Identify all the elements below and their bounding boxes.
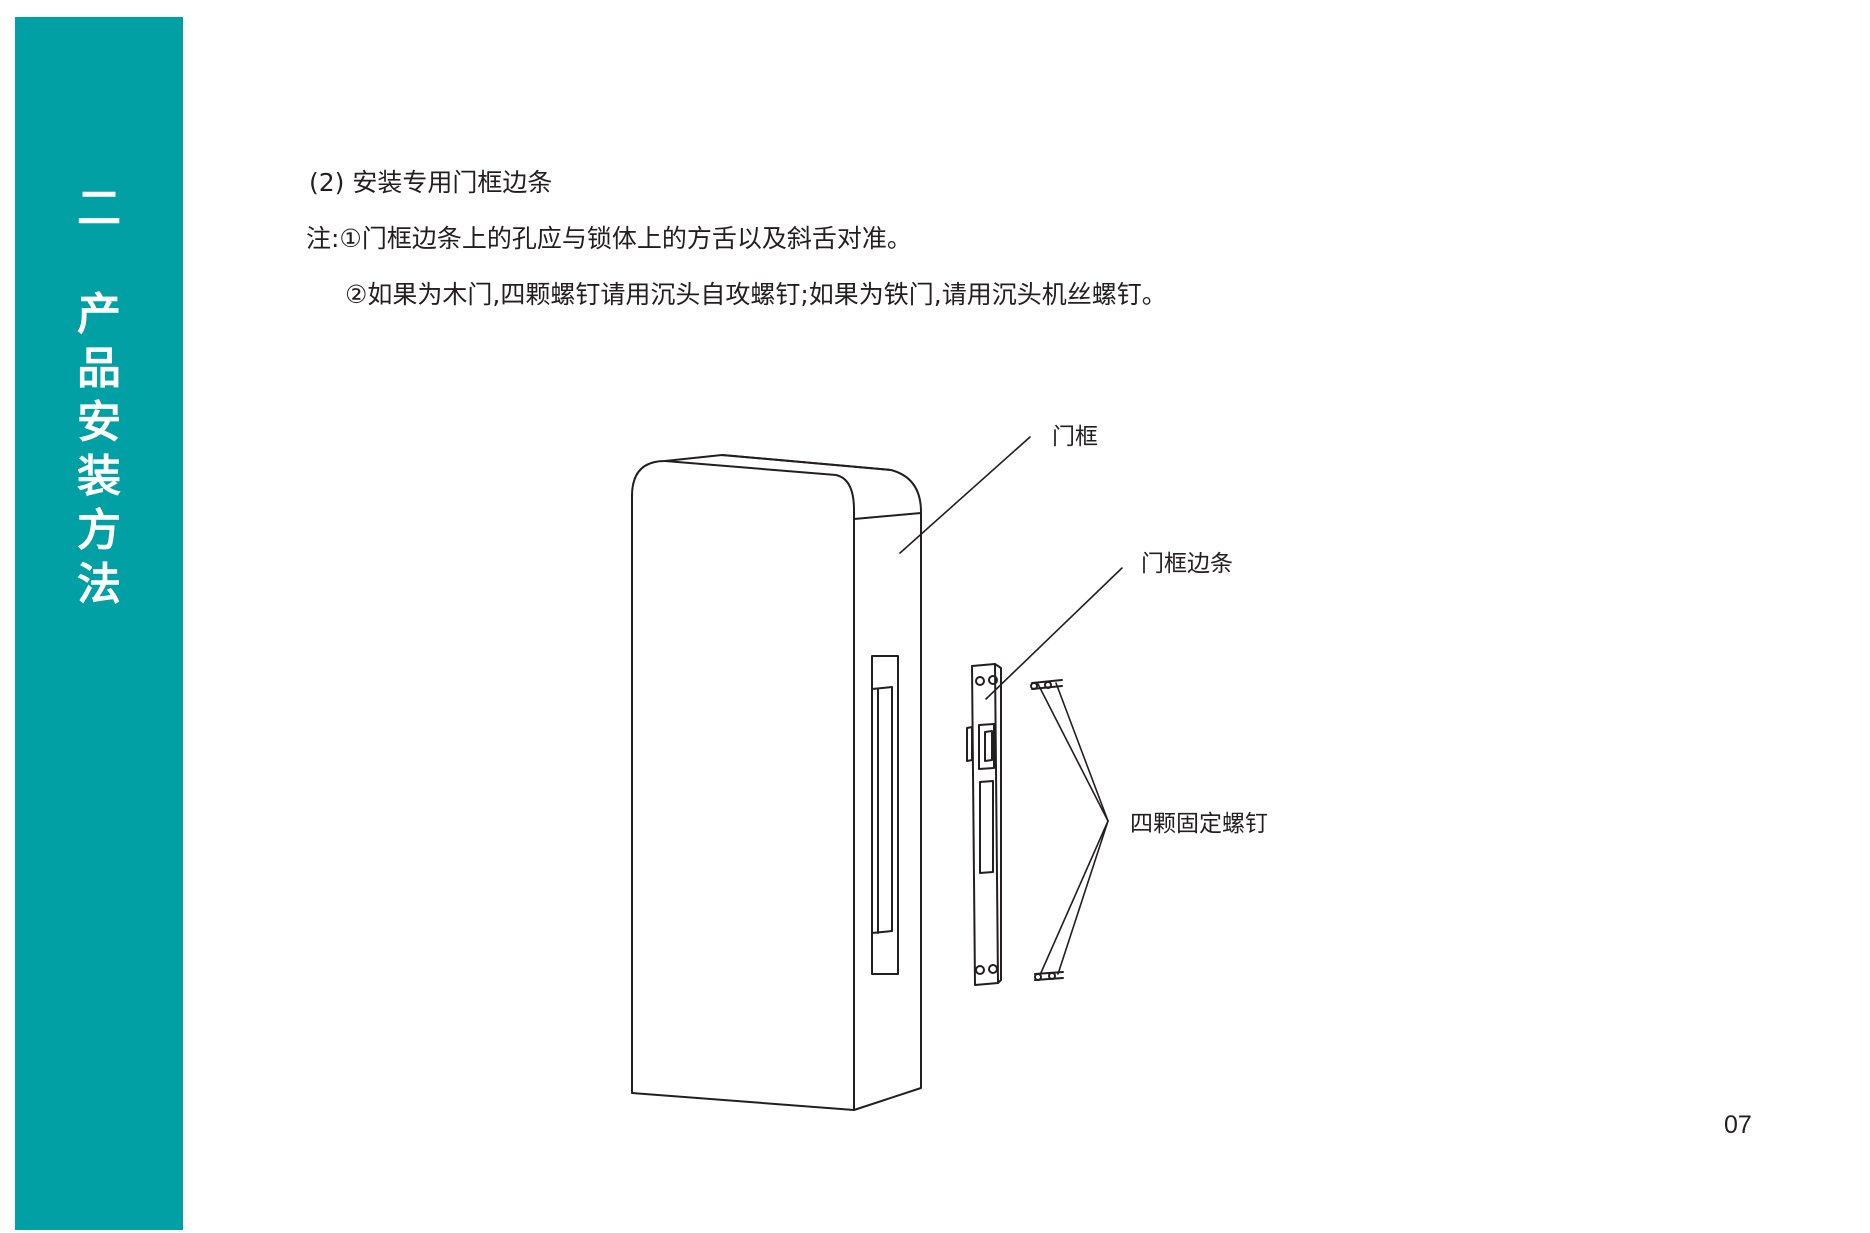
door-frame-label: 门框	[1052, 424, 1098, 450]
screw-illustration	[1030, 679, 1064, 981]
section-title-char: 装	[77, 451, 121, 502]
door-frame-illustration	[631, 454, 922, 1111]
section-title-char: 品	[77, 343, 121, 394]
note-line-2: ②如果为木门,四颗螺钉请用沉头自攻螺钉;如果为铁门,请用沉头机丝螺钉。	[345, 280, 1167, 309]
section-title: 二 产 品 安 装 方 法	[15, 182, 183, 612]
section-title-char: 方	[77, 505, 121, 556]
sidebar: 二 产 品 安 装 方 法	[15, 17, 183, 1230]
screws-label: 四颗固定螺钉	[1130, 811, 1268, 837]
section-number: 二	[77, 183, 121, 234]
section-title-char: 法	[77, 559, 121, 610]
leader-lines	[899, 436, 1123, 976]
page-number: 07	[1724, 1111, 1752, 1139]
note-line-1: 注:①门框边条上的孔应与锁体上的方舌以及斜舌对准。	[306, 224, 912, 253]
frame-strip-label: 门框边条	[1141, 551, 1233, 577]
section-title-char: 产	[77, 289, 121, 340]
step-heading: (2) 安装专用门框边条	[309, 168, 553, 197]
frame-strip-illustration	[966, 663, 1002, 986]
section-title-char: 安	[77, 397, 121, 448]
